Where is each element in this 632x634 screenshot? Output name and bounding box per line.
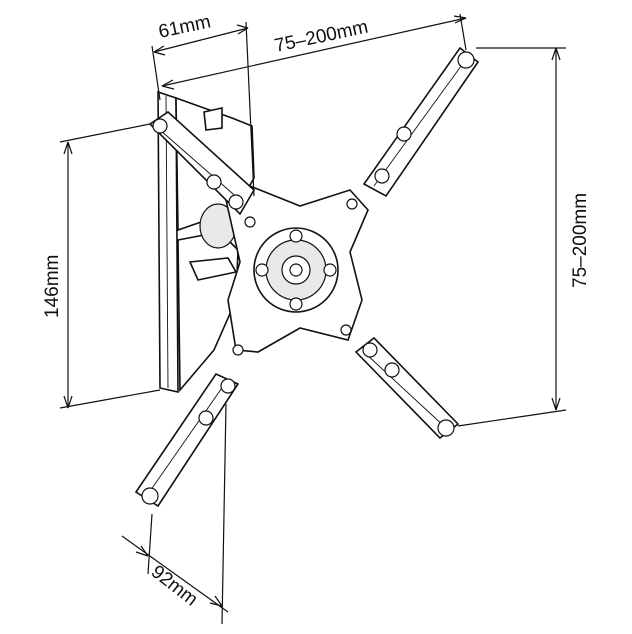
dimension-146mm-label: 146mm: [42, 255, 63, 318]
arm-upper-right: [362, 46, 480, 198]
vesa-cross-plate: [225, 185, 369, 356]
dimension-61mm-label: 61mm: [157, 11, 213, 43]
dimension-vesa-vertical: 75–200mm: [457, 47, 591, 427]
dimension-vesa-vertical-label: 75–200mm: [570, 193, 591, 288]
dimension-92mm-label: 92mm: [147, 561, 202, 610]
arm-lower-right: [354, 336, 460, 440]
arm-lower-left: [134, 372, 240, 508]
dimension-146mm: 146mm: [42, 123, 161, 409]
